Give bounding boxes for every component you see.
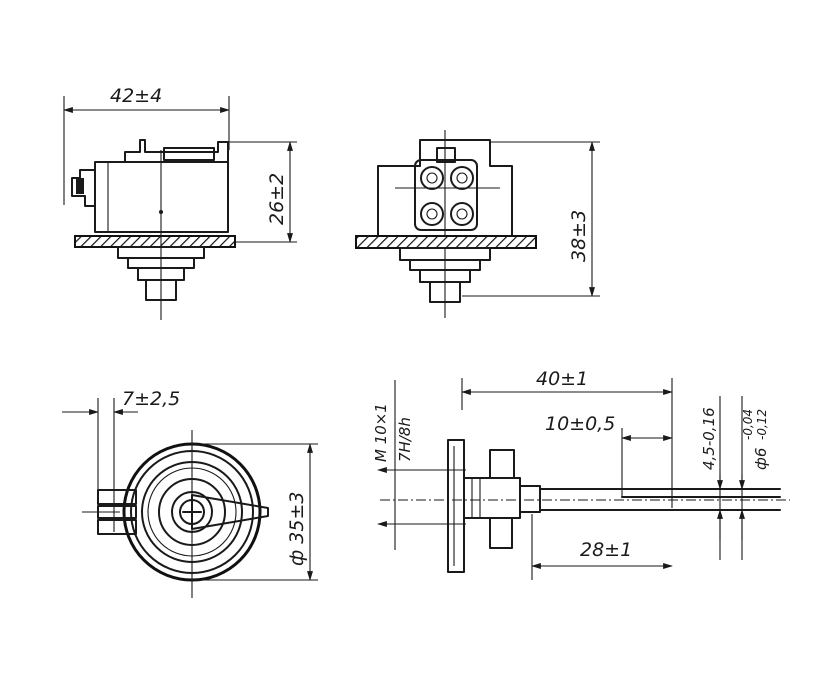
shaft-section-view: 40±1 10±0,5 M 10×1 7H/8h 28±1	[372, 368, 790, 580]
dim-terminal-offset: 7±2,5	[122, 388, 180, 410]
dim-total-length: 40±1	[536, 368, 588, 390]
dim-shaft-dia-tol-upper: -0,04	[741, 409, 755, 440]
dim-shaft-diameter: ф6	[752, 448, 770, 470]
dim-flat-size: 4,5-0,16	[700, 407, 718, 470]
dim-front-height: 26±2	[266, 173, 288, 225]
dim-side-height: 38±3	[568, 210, 590, 262]
dim-shaft-flat: 10±0,5	[545, 413, 615, 435]
dim-mount-length: 28±1	[580, 539, 632, 561]
dim-thread: M 10×1	[372, 403, 390, 462]
front-view: 42±4 26±2	[63, 85, 297, 320]
end-view: 7±2,5 ф 35±3	[62, 388, 318, 598]
dim-thread-tolerance: 7H/8h	[396, 417, 414, 462]
dim-front-width: 42±4	[110, 85, 162, 107]
dim-body-diameter: ф 35±3	[286, 492, 308, 566]
side-view: 38±3	[355, 130, 600, 318]
dim-shaft-dia-tol-lower: -0,12	[755, 409, 769, 440]
